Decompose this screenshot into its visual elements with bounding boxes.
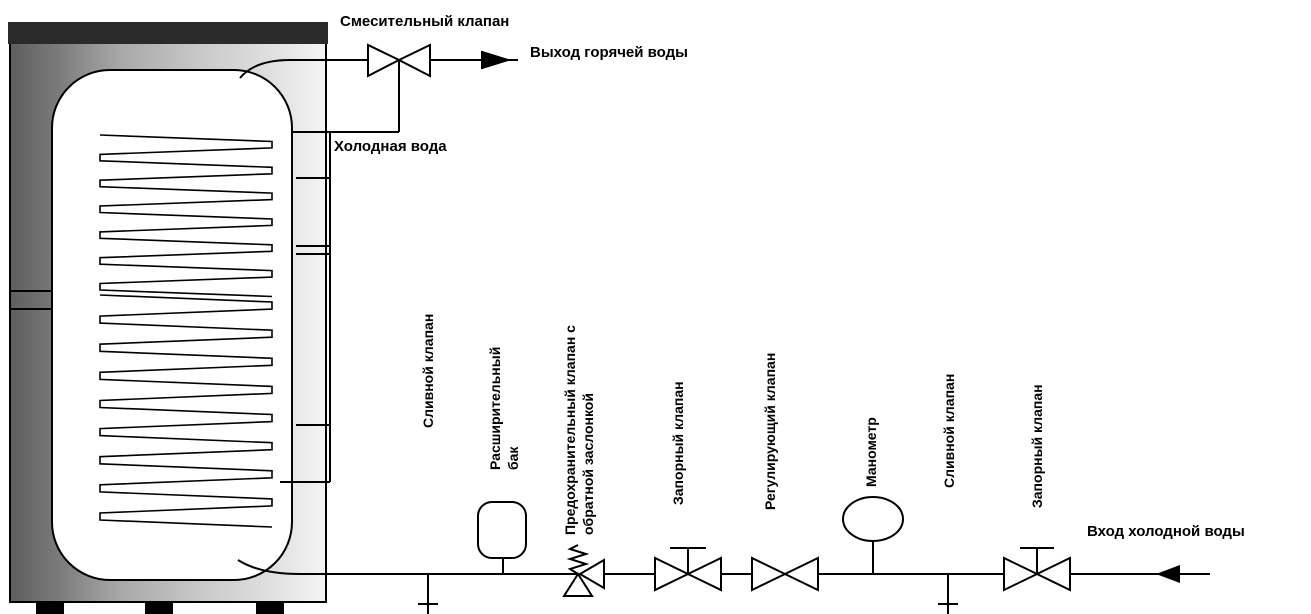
tank-foot-left [36,602,64,614]
label-shutoff-valve-2: Запорный клапан [1029,384,1045,508]
expansion-tank[interactable] [477,501,527,574]
manometer[interactable] [842,496,904,574]
label-drain-valve-1: Сливной клапан [420,314,436,428]
cold-water-inlet [1156,565,1180,583]
label-mixing-valve: Смесительный клапан [340,13,509,30]
drain-valve-1[interactable] [418,574,438,614]
label-shutoff-valve-1: Запорный клапан [670,381,686,505]
label-expansion-tank-1: Расширительный [487,347,503,470]
label-regulating-valve: Регулирующий клапан [762,353,778,510]
shutoff-valve-2[interactable] [1003,547,1071,592]
hot-water-pipe [239,59,368,79]
coil-segment [99,134,273,298]
boiler-tank [8,22,328,614]
arrow-head-icon [1156,565,1180,583]
label-expansion-tank-2: бак [505,446,521,470]
mixing-valve[interactable] [367,43,431,132]
cold-water-pipe [237,559,578,575]
label-hot-water-out: Выход горячей воды [530,44,688,61]
label-cold-water: Холодная вода [334,138,447,155]
hot-water-outlet [430,50,518,70]
tank-foot-middle [145,602,173,614]
tank-top-cap [8,22,328,44]
label-safety-valve-1: Предохранительный клапан с [562,325,578,535]
label-drain-valve-2: Сливной клапан [941,374,957,488]
label-safety-valve-2: обратной заслонкой [580,393,596,535]
regulating-valve[interactable] [751,556,819,592]
coil-segment [99,294,273,528]
drain-valve-2[interactable] [938,574,958,614]
tank-foot-right [256,602,284,614]
heating-coil [99,134,273,528]
labels: Смесительный клапан Выход горячей воды Х… [334,13,1245,540]
tank-pipes [237,59,578,575]
label-manometer: Манометр [863,417,879,487]
cold-water-connection [329,131,399,482]
inner-tank [51,69,293,581]
safety-valve[interactable] [562,544,605,597]
arrow-head-icon [481,50,512,70]
label-cold-water-in: Вход холодной воды [1087,523,1245,540]
shutoff-valve-1[interactable] [654,547,722,592]
